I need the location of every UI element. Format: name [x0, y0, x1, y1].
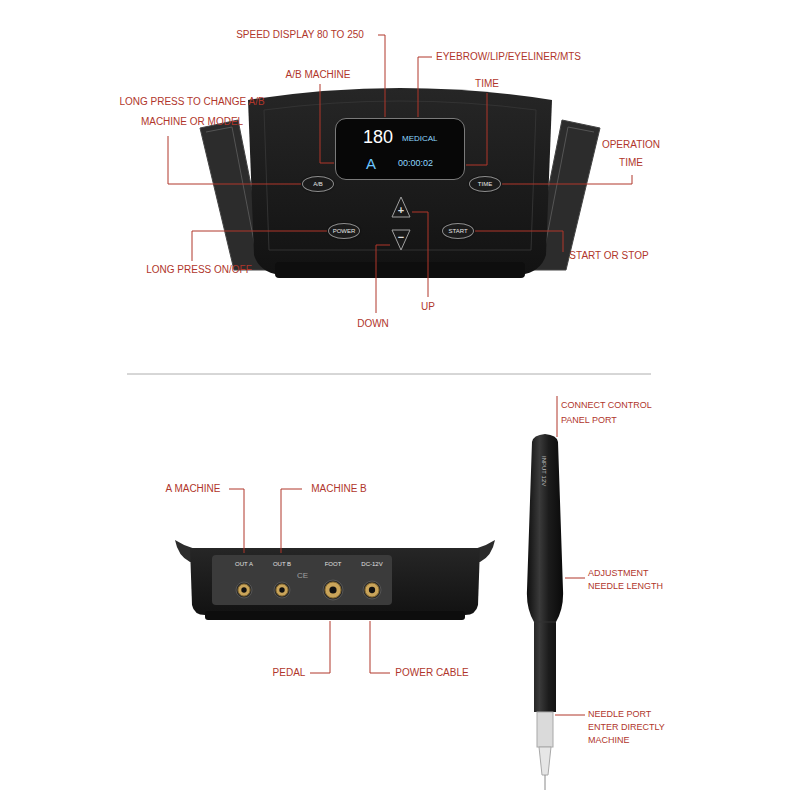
leader-line — [475, 231, 563, 252]
needle — [545, 775, 546, 790]
control-box-base — [205, 611, 465, 620]
leader-line — [466, 93, 487, 165]
button-label: POWER — [333, 228, 356, 234]
port-jack — [274, 582, 290, 598]
leader-line — [378, 35, 385, 117]
leader-line — [565, 578, 585, 579]
jack-ring — [276, 584, 288, 596]
control-box-body — [190, 548, 480, 615]
jack-ring — [325, 582, 341, 598]
cartridge-nozzle — [539, 747, 551, 775]
jack-hole — [241, 587, 246, 592]
leader-line — [555, 715, 585, 716]
control-button: + — [391, 196, 411, 218]
display-screen: 180 MEDICAL A 00:00:02 — [335, 118, 465, 180]
pen-body — [527, 434, 563, 712]
callout-label: SPEED DISPLAY 80 TO 250 — [236, 29, 364, 42]
pen-joint — [534, 622, 556, 623]
cradle-edge — [206, 127, 256, 252]
needle-cartridge — [537, 712, 553, 747]
pen-marking: INPUT 12V — [541, 456, 547, 486]
button-label: − — [398, 232, 404, 243]
screen-readout: 180 — [363, 128, 393, 146]
jack-hole — [279, 587, 284, 592]
leader-line — [376, 245, 390, 313]
callout-label: CONNECT CONTROL PANEL PORT — [561, 398, 673, 428]
jack-nut — [236, 582, 252, 598]
certification-mark: CE — [297, 571, 308, 581]
screen-readout: 00:00:02 — [398, 159, 433, 168]
control-box-base — [275, 262, 525, 278]
jack-nut — [363, 581, 381, 599]
leader-line — [281, 489, 302, 553]
leader-line — [192, 231, 327, 261]
port-jack — [236, 582, 252, 598]
callout-label: A MACHINE — [165, 483, 220, 496]
jack-hole — [369, 587, 375, 593]
button-shape — [392, 230, 410, 250]
callout-label: DOWN — [357, 318, 389, 331]
leader-lines — [168, 35, 632, 715]
leader-line — [320, 84, 334, 163]
leader-line — [310, 621, 330, 673]
jack-nut — [274, 582, 290, 598]
leader-line — [168, 136, 301, 184]
control-box-front — [200, 88, 600, 278]
port-label: DC-12V — [361, 561, 382, 567]
control-button: TIME — [469, 176, 501, 192]
button-shape — [392, 197, 410, 217]
separator-line — [127, 374, 651, 375]
button-label: + — [398, 205, 404, 216]
screen-readout: A — [366, 156, 376, 171]
callout-label: TIME — [475, 78, 499, 91]
callout-label: ADJUSTMENT NEEDLE LENGTH — [588, 567, 674, 593]
callout-label: OPERATION TIME — [591, 136, 671, 172]
leader-line — [370, 621, 390, 673]
control-button: POWER — [328, 223, 360, 239]
callout-label: EYEBROW/LIP/EYELINER/MTS — [436, 51, 581, 64]
port-jack — [363, 581, 381, 599]
port-label: FOOT — [325, 561, 342, 567]
jack-nut — [323, 580, 343, 600]
tattoo-pen — [527, 434, 563, 790]
button-label: A/B — [313, 181, 323, 187]
callout-label: PEDAL — [273, 667, 306, 680]
cradle-edge — [544, 127, 594, 252]
control-button: START — [442, 223, 474, 239]
control-box-body — [248, 88, 552, 275]
callout-label: POWER CABLE — [395, 667, 468, 680]
callout-label: A/B MACHINE — [285, 69, 350, 82]
jack-ring — [238, 584, 250, 596]
callout-label: NEEDLE PORT ENTER DIRECTLY MACHINE — [588, 708, 680, 747]
leader-line — [229, 489, 244, 553]
callout-label: UP — [421, 301, 435, 314]
port-label: OUT B — [273, 561, 291, 567]
callout-label: MACHINE B — [311, 483, 367, 496]
leader-line — [412, 212, 428, 297]
callout-label: LONG PRESS ON/OFF — [146, 264, 252, 277]
leader-line — [557, 396, 558, 437]
leader-line — [418, 57, 432, 117]
leader-line — [502, 175, 632, 184]
jack-hole — [329, 586, 336, 593]
screen-readout: MEDICAL — [402, 135, 438, 143]
control-button: A/B — [302, 176, 334, 192]
callout-label: START OR STOP — [569, 250, 648, 263]
callout-label: LONG PRESS TO CHANGE A/B MACHINE OR MODE… — [106, 92, 278, 132]
control-button: − — [391, 229, 411, 251]
jack-ring — [365, 583, 379, 597]
button-label: START — [448, 228, 467, 234]
button-label: TIME — [478, 181, 492, 187]
face-panel — [264, 101, 536, 250]
port-label: OUT A — [235, 561, 253, 567]
control-box-back — [175, 540, 495, 620]
port-jack — [323, 580, 343, 600]
